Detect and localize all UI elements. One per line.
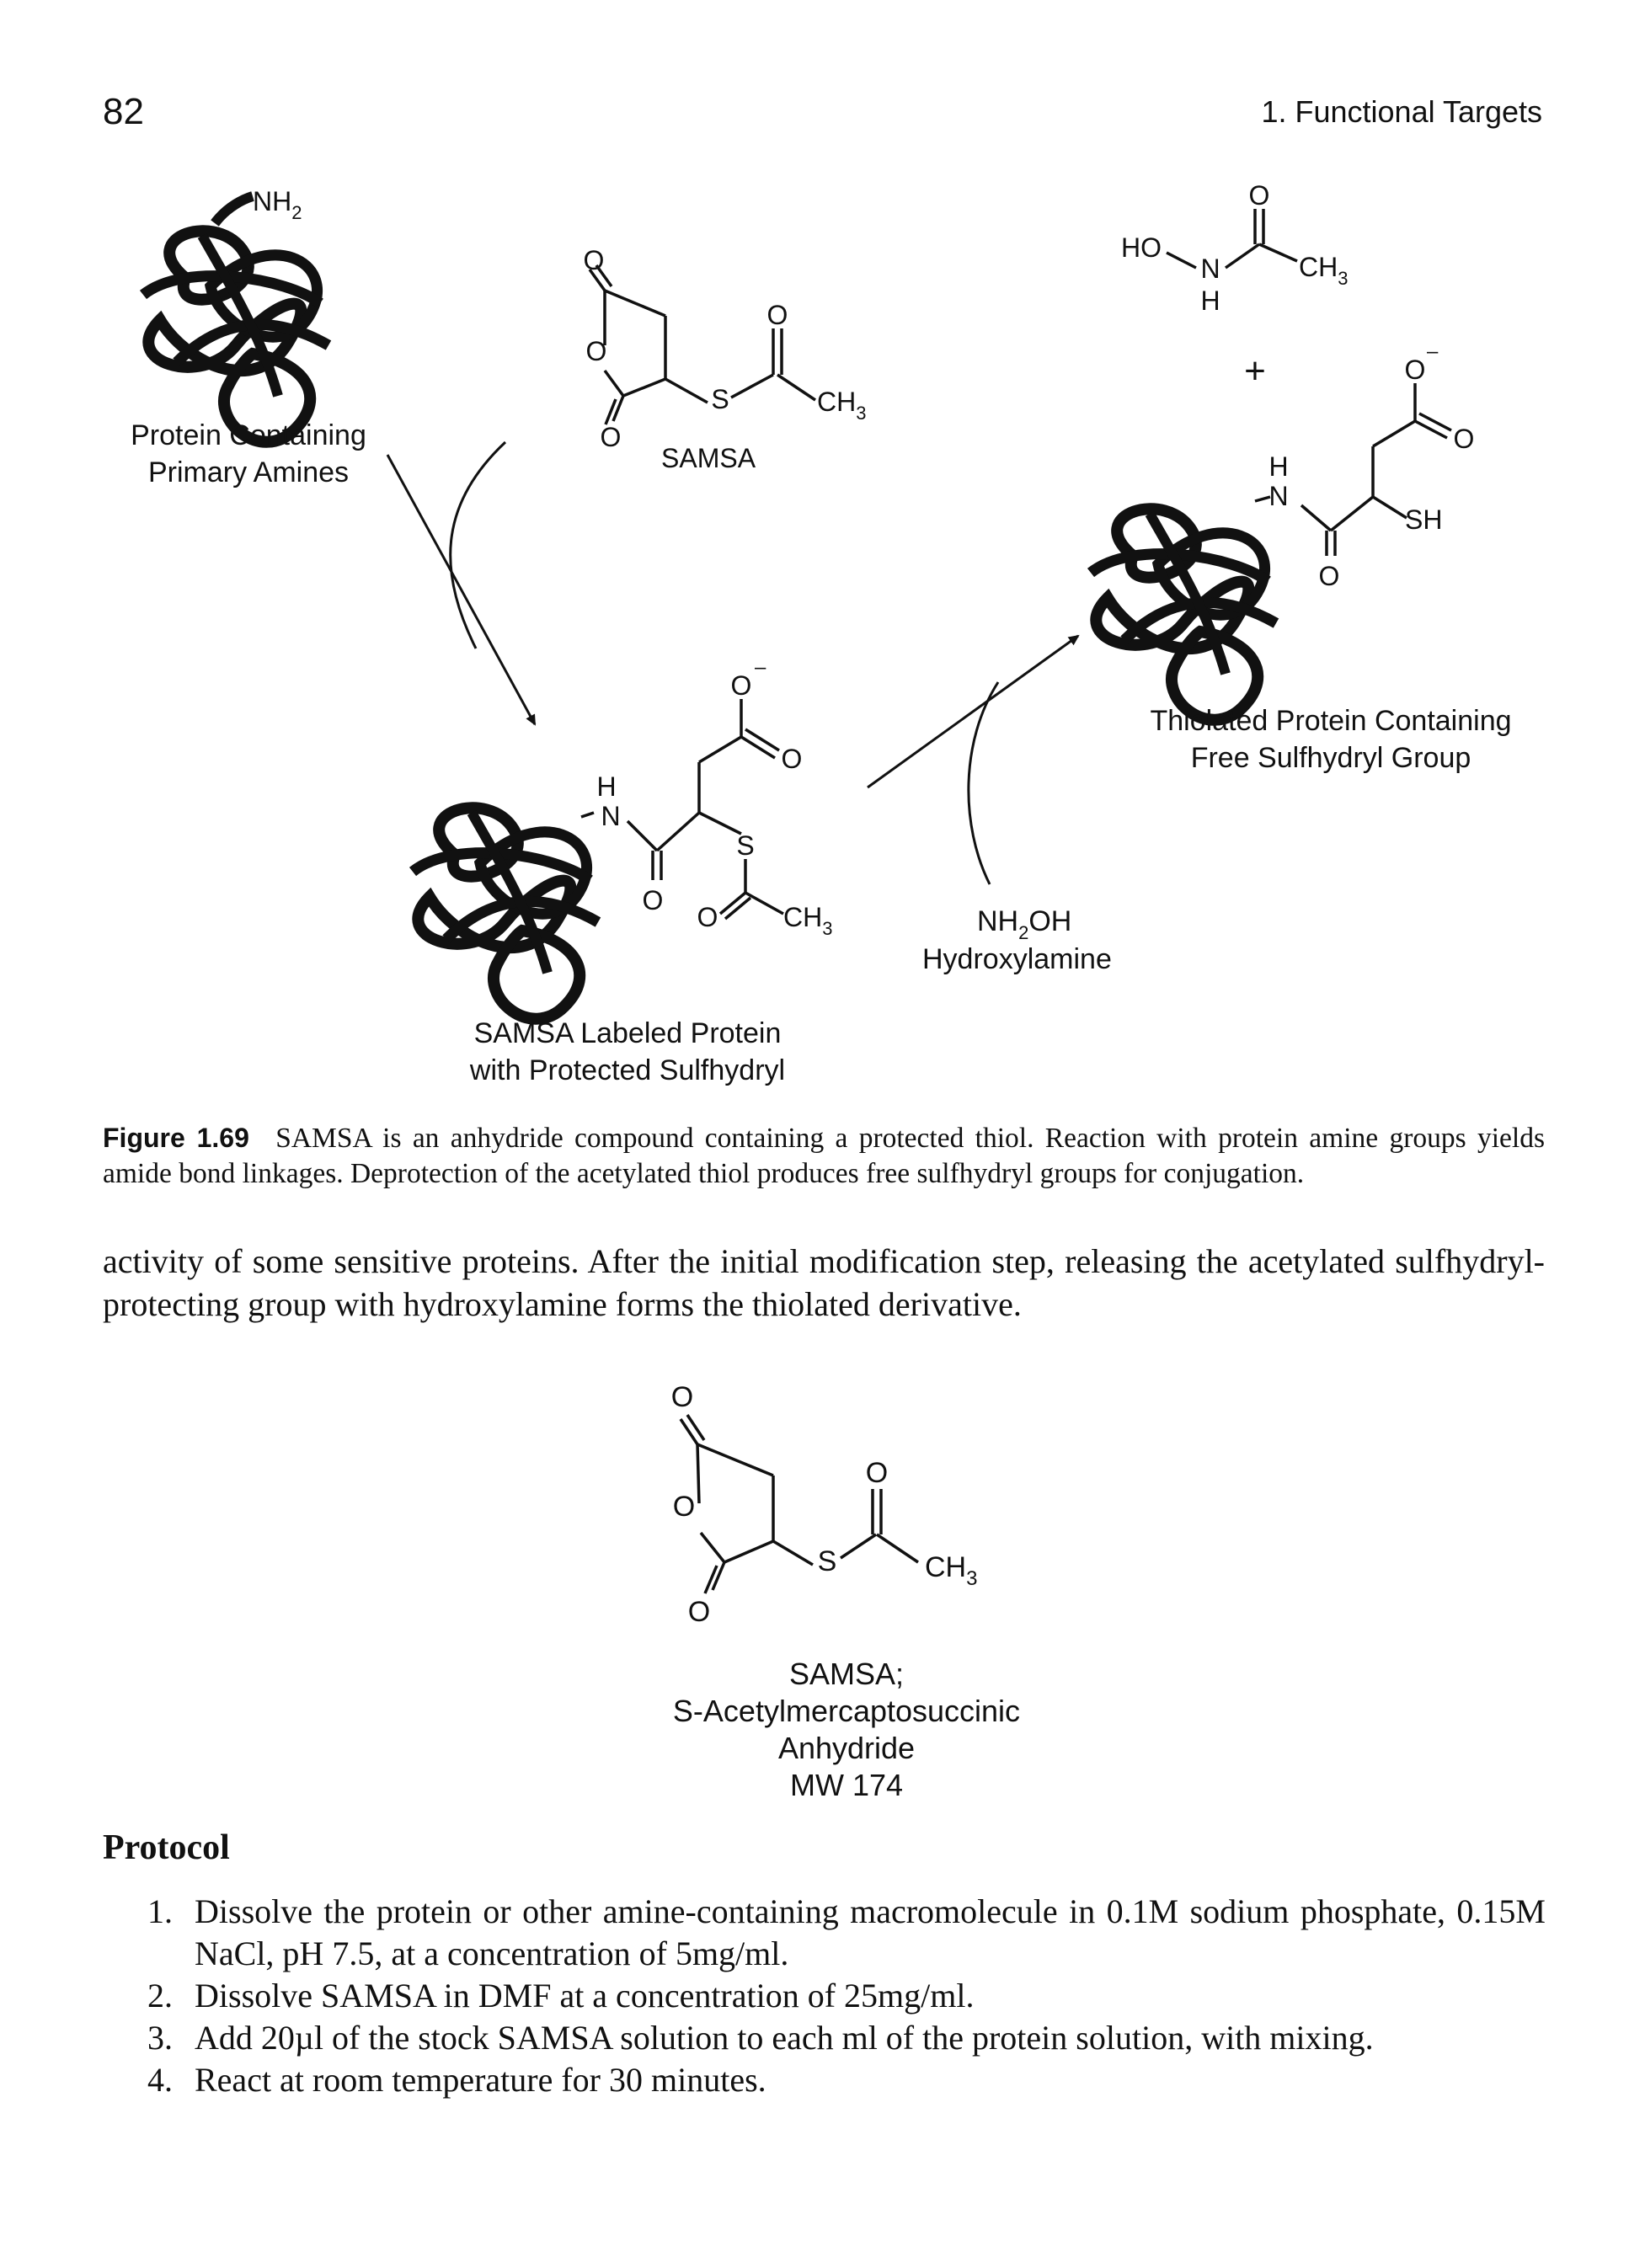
figure-caption: Figure 1.69 SAMSA is an anhydride compou…: [103, 1120, 1545, 1192]
svg-text:H: H: [1268, 451, 1288, 482]
protein-amines-label-1: Protein Containing: [131, 419, 366, 451]
step-number: 3.: [147, 2019, 173, 2057]
svg-text:–: –: [755, 656, 766, 679]
svg-text:O: O: [1405, 355, 1426, 385]
svg-text:O: O: [782, 744, 803, 774]
reagent-nh2oh: NH2OH: [977, 905, 1071, 943]
protocol-heading: Protocol: [103, 1828, 230, 1867]
step-text: Add 20µl of the stock SAMSA solution to …: [195, 2019, 1374, 2057]
samsa-structure: O O O S O CH3 SAMSA; S-Acetylmercaptosuc…: [671, 1381, 1020, 1802]
svg-text:CH3: CH3: [925, 1551, 977, 1590]
structure-label-1: SAMSA;: [789, 1657, 904, 1691]
samsa-molecule-top: [588, 264, 816, 425]
nh2-label: NH2: [253, 186, 302, 223]
plus-sign: +: [1244, 350, 1266, 392]
samsa-top-atoms: O O O S O CH3 SAMSA: [584, 245, 867, 473]
protein-primary-amines: NH2 Protein Containing Primary Amines: [131, 186, 366, 488]
figure-caption-text: SAMSA is an anhydride compound containin…: [103, 1123, 1545, 1189]
svg-text:N: N: [601, 801, 620, 831]
svg-text:–: –: [1427, 340, 1439, 363]
svg-text:O: O: [697, 902, 718, 932]
protein-amines-label-2: Primary Amines: [148, 456, 349, 488]
structure-label-4: MW 174: [790, 1768, 903, 1802]
figure-label: Figure 1.69: [103, 1123, 249, 1153]
svg-text:N: N: [1200, 253, 1220, 284]
svg-text:O: O: [584, 245, 605, 275]
svg-text:O: O: [1454, 424, 1475, 454]
svg-text:O: O: [688, 1596, 710, 1628]
samsa-label-top: SAMSA: [661, 443, 756, 473]
running-head: 1. Functional Targets: [1261, 94, 1542, 129]
step-text: Dissolve SAMSA in DMF at a concentration…: [195, 1977, 975, 2015]
samsa-labeled-protein: H N O O – O S O CH3 SAMSA Labeled Protei…: [413, 656, 832, 1086]
protocol-step: 2. Dissolve SAMSA in DMF at a concentrat…: [147, 1975, 1546, 2017]
samsa-labeled-label-2: with Protected Sulfhydryl: [469, 1054, 785, 1086]
svg-text:H: H: [596, 771, 616, 802]
body-paragraph: activity of some sensitive proteins. Aft…: [103, 1242, 1545, 1323]
structure-label-2: S-Acetylmercaptosuccinic: [673, 1694, 1020, 1728]
svg-text:S: S: [736, 830, 754, 861]
step-text: Dissolve the protein or other amine-cont…: [195, 1892, 1546, 1972]
protocol-steps: 1. Dissolve the protein or other amine-c…: [147, 1891, 1546, 2101]
step-number: 2.: [147, 1977, 173, 2015]
svg-text:O: O: [673, 1491, 695, 1523]
svg-text:O: O: [1319, 561, 1340, 591]
thiolated-label-2: Free Sulfhydryl Group: [1191, 742, 1471, 774]
thiolated-protein: H N O O – O SH Thiolated Protein Contain…: [1091, 340, 1512, 774]
svg-text:H: H: [1200, 286, 1220, 316]
protocol-step: 3. Add 20µl of the stock SAMSA solution …: [147, 2017, 1546, 2059]
svg-text:O: O: [1249, 180, 1270, 211]
step-number: 4.: [147, 2061, 173, 2099]
samsa-labeled-label-1: SAMSA Labeled Protein: [474, 1017, 782, 1049]
svg-text:CH3: CH3: [783, 902, 832, 939]
structure-label-3: Anhydride: [778, 1731, 915, 1765]
svg-text:S: S: [818, 1545, 837, 1577]
svg-text:O: O: [601, 422, 622, 452]
svg-text:CH3: CH3: [1299, 252, 1348, 289]
reaction-arrow-2: NH2OH Hydroxylamine: [867, 634, 1112, 975]
svg-text:CH3: CH3: [817, 387, 866, 424]
svg-text:SH: SH: [1405, 504, 1442, 535]
svg-text:S: S: [711, 384, 729, 414]
step-number: 1.: [147, 1892, 173, 1930]
thiolated-label-1: Thiolated Protein Containing: [1150, 705, 1511, 737]
svg-text:O: O: [866, 1457, 888, 1489]
svg-text:O: O: [767, 300, 788, 330]
svg-text:O: O: [671, 1381, 693, 1413]
svg-text:HO: HO: [1121, 232, 1162, 263]
svg-text:O: O: [586, 336, 607, 366]
step-text: React at room temperature for 30 minutes…: [195, 2061, 766, 2099]
protocol-step: 1. Dissolve the protein or other amine-c…: [147, 1891, 1546, 1975]
protocol-step: 4. React at room temperature for 30 minu…: [147, 2059, 1546, 2101]
page-number: 82: [103, 91, 144, 132]
reaction-arrow-1: [386, 440, 537, 726]
svg-text:O: O: [643, 885, 664, 915]
byproduct-molecule: HO N H O CH3 +: [1121, 180, 1348, 392]
reagent-name: Hydroxylamine: [922, 943, 1112, 975]
svg-text:N: N: [1268, 481, 1288, 511]
svg-text:O: O: [731, 670, 752, 701]
